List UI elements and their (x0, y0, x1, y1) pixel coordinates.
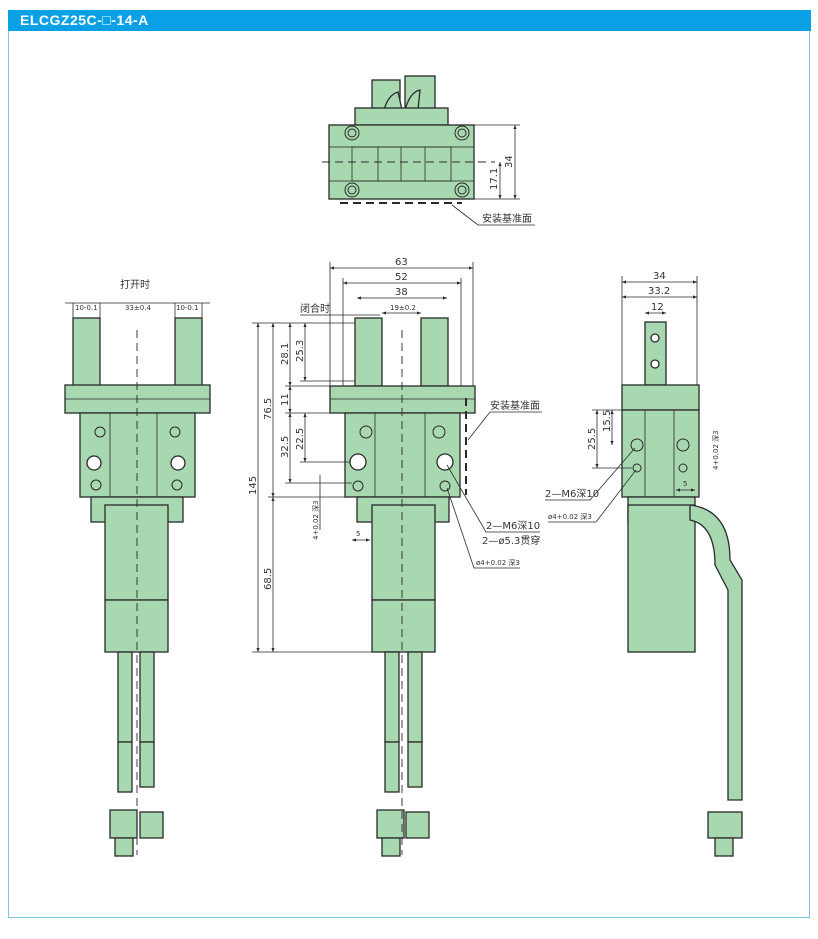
dim-33-2: 33.2 (648, 286, 670, 297)
dim-5: 5 (683, 480, 687, 488)
note-pin: ø4+0.02 深3 (548, 512, 592, 521)
model-title: ELCGZ25C-□-14-A (20, 12, 149, 28)
body (621, 409, 700, 498)
connector (139, 811, 164, 839)
finger-right (174, 317, 203, 387)
dim-12: 12 (651, 302, 664, 313)
header-bar: ELCGZ25C-□-14-A (8, 10, 811, 31)
top-plate (329, 385, 476, 414)
dim-52: 52 (395, 272, 408, 283)
note-through: 2—ø5.3贯穿 (482, 534, 540, 547)
top-plate (354, 107, 449, 126)
connector (707, 811, 743, 839)
dim-17-1: 17.1 (489, 168, 500, 190)
dim-19: 19±0.2 (390, 304, 416, 312)
dim-38: 38 (395, 287, 408, 298)
dim-68-5: 68.5 (263, 568, 274, 590)
top-view: 34 17.1 安装基准面 (322, 75, 535, 226)
motor (371, 504, 436, 601)
dim-28-1: 28.1 (280, 343, 291, 365)
datum-label: 安装基准面 (490, 399, 540, 412)
dim-right-finger: 10-0.1 (176, 304, 199, 312)
dim-pin-depth: 4+0.02 深3 (711, 430, 720, 470)
dim-22-5: 22.5 (295, 428, 306, 450)
dim-145: 145 (248, 476, 259, 495)
finger (644, 321, 667, 386)
closed-title: 闭合时 (300, 302, 330, 315)
dim-34: 34 (504, 155, 515, 168)
finger-left (72, 317, 101, 387)
dim-25-5: 25.5 (587, 428, 598, 450)
open-view: 打开时 10-0.1 33±0.4 10-0.1 (64, 278, 211, 857)
cable (383, 89, 421, 111)
dim-pin-depth: 4+0.02 深3 (311, 500, 320, 540)
connector (405, 811, 430, 839)
motor-end (371, 599, 436, 653)
top-plate (621, 384, 700, 411)
cable (689, 504, 743, 801)
dim-left-finger: 10-0.1 (75, 304, 98, 312)
note-m6: 2—M6深10 (486, 520, 540, 532)
dim-32-5: 32.5 (280, 436, 291, 458)
open-title: 打开时 (120, 278, 150, 291)
dim-open-stroke: 33±0.4 (125, 304, 151, 312)
dim-34: 34 (653, 271, 666, 282)
motor (627, 504, 696, 653)
body (79, 412, 196, 498)
dim-76-5: 76.5 (263, 398, 274, 420)
closed-view: 63 52 38 19±0.2 闭合时 (248, 257, 542, 857)
connector (109, 809, 138, 839)
side-view: 34 33.2 12 25.5 15.5 4+0.02 深3 5 2—M6深10… (545, 271, 743, 857)
datum-label: 安装基准面 (482, 212, 532, 225)
motor (104, 504, 169, 601)
note-m6: 2—M6深10 (545, 488, 599, 500)
dim-15-5: 15.5 (602, 410, 613, 432)
motor-end (104, 599, 169, 653)
connector (376, 809, 405, 839)
dim-25-3: 25.3 (295, 340, 306, 362)
finger-left (354, 317, 383, 387)
dim-5: 5 (356, 530, 360, 538)
note-pin: ø4+0.02 深3 (476, 558, 520, 567)
dim-63: 63 (395, 257, 408, 268)
finger-right (420, 317, 449, 387)
dim-11: 11 (280, 393, 291, 406)
